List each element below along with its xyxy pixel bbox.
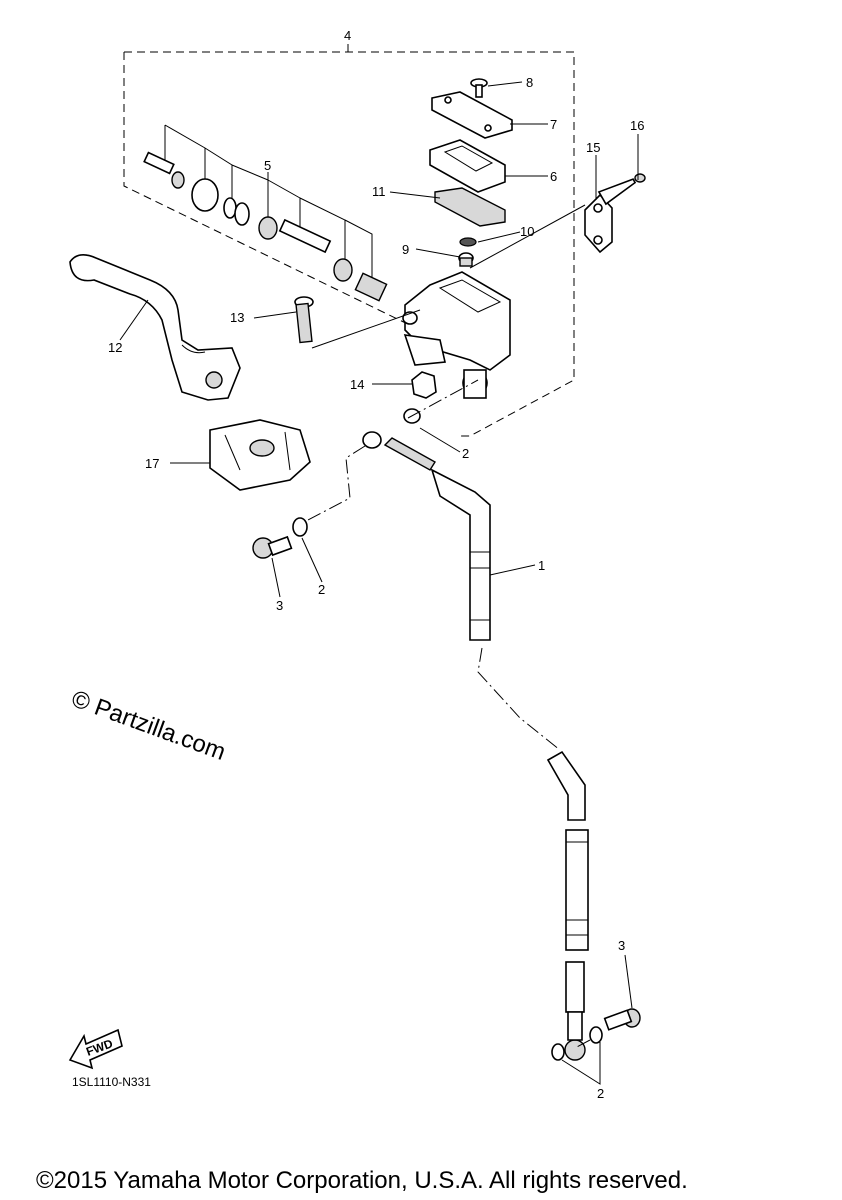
callout-8: 8 [526, 75, 533, 90]
copyright-notice: ©2015 Yamaha Motor Corporation, U.S.A. A… [36, 1167, 688, 1194]
reservoir-cover-7 [431, 91, 513, 139]
pivot-bolt-13 [294, 296, 314, 344]
callout-2-bottom: 2 [597, 1086, 604, 1101]
brake-hose-1 [430, 468, 491, 641]
lever-12 [69, 254, 241, 401]
callout-15: 15 [586, 140, 600, 155]
callout-3-bottom: 3 [618, 938, 625, 953]
master-cylinder-body [402, 271, 511, 399]
fwd-arrow-icon: FWD [68, 1028, 123, 1070]
callout-2-left: 2 [318, 582, 325, 597]
union-bolt-3-left [252, 535, 293, 559]
cover-screw-8 [470, 78, 488, 98]
brake-hose-1-lower [546, 750, 589, 1061]
union-bolt-3-bottom [603, 1008, 641, 1031]
callout-7: 7 [550, 117, 557, 132]
figure-code: 1SL1110-N331 [72, 1075, 151, 1089]
cap-9 [458, 252, 474, 267]
hose-union-upper [362, 408, 436, 471]
callout-10: 10 [520, 224, 534, 239]
plate-10 [459, 237, 477, 247]
washer-2-bottom-right [589, 1026, 603, 1044]
callout-2-upper: 2 [462, 446, 469, 461]
callout-4: 4 [344, 28, 351, 43]
diaphragm-11 [434, 187, 506, 227]
callout-14: 14 [350, 377, 364, 392]
callout-6: 6 [550, 169, 557, 184]
callout-9: 9 [402, 242, 409, 257]
callout-13: 13 [230, 310, 244, 325]
callout-17: 17 [145, 456, 159, 471]
piston-kit-5 [143, 151, 388, 302]
callout-1: 1 [538, 558, 545, 573]
callout-3-left: 3 [276, 598, 283, 613]
callout-5: 5 [264, 158, 271, 173]
callout-11: 11 [372, 184, 386, 199]
callout-12: 12 [108, 340, 122, 355]
washer-2-left [292, 517, 308, 537]
assembly-box-4 [123, 51, 575, 437]
washer-2-bottom-left [551, 1043, 565, 1061]
nut-14 [411, 371, 437, 399]
watermark-text: © Partzilla.com [68, 685, 229, 766]
callout-16: 16 [630, 118, 644, 133]
